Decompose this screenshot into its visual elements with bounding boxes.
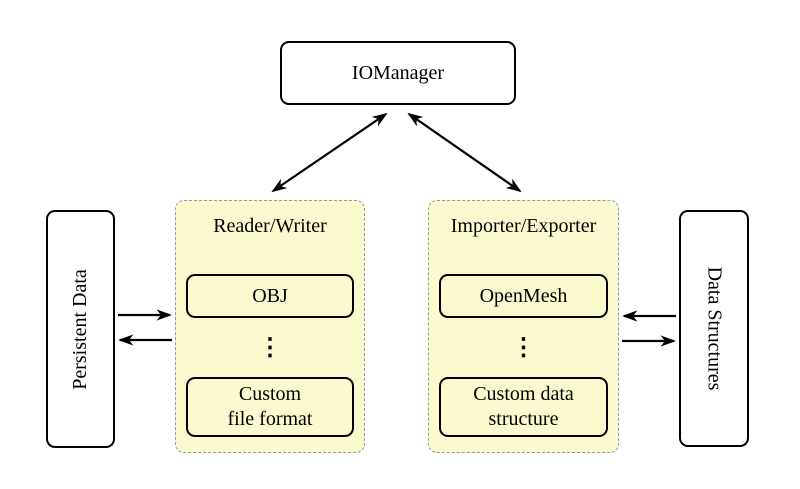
custom-file-format-box: Custom file format: [186, 377, 354, 437]
data-structures-label: Data Structures: [703, 266, 726, 391]
persistent-data-box: Persistent Data: [46, 210, 115, 448]
importer-exporter-ellipsis: ⋮: [511, 335, 536, 361]
reader-writer-panel: Reader/Writer OBJ ⋮ Custom file format: [175, 200, 365, 453]
data-structures-box: Data Structures: [679, 210, 749, 447]
importer-exporter-panel: Importer/Exporter OpenMesh ⋮ Custom data…: [428, 200, 619, 453]
reader-writer-title: Reader/Writer: [213, 215, 327, 237]
importer-exporter-title: Importer/Exporter: [450, 215, 597, 237]
arrow-iomanager-readerwriter: [271, 112, 388, 193]
openmesh-box: OpenMesh: [439, 274, 608, 318]
io-manager-box: IOManager: [280, 41, 516, 105]
custom-data-structure-label: Custom data structure: [473, 383, 574, 430]
reader-writer-ellipsis: ⋮: [258, 335, 282, 361]
arrow-iomanager-importerexporter: [407, 112, 522, 193]
io-manager-label: IOManager: [351, 61, 445, 84]
custom-file-format-label: Custom file format: [227, 383, 313, 430]
obj-label: OBJ: [252, 284, 288, 307]
custom-data-structure-box: Custom data structure: [439, 377, 608, 437]
openmesh-label: OpenMesh: [479, 284, 568, 307]
obj-box: OBJ: [186, 274, 354, 318]
persistent-data-label: Persistent Data: [69, 268, 91, 390]
